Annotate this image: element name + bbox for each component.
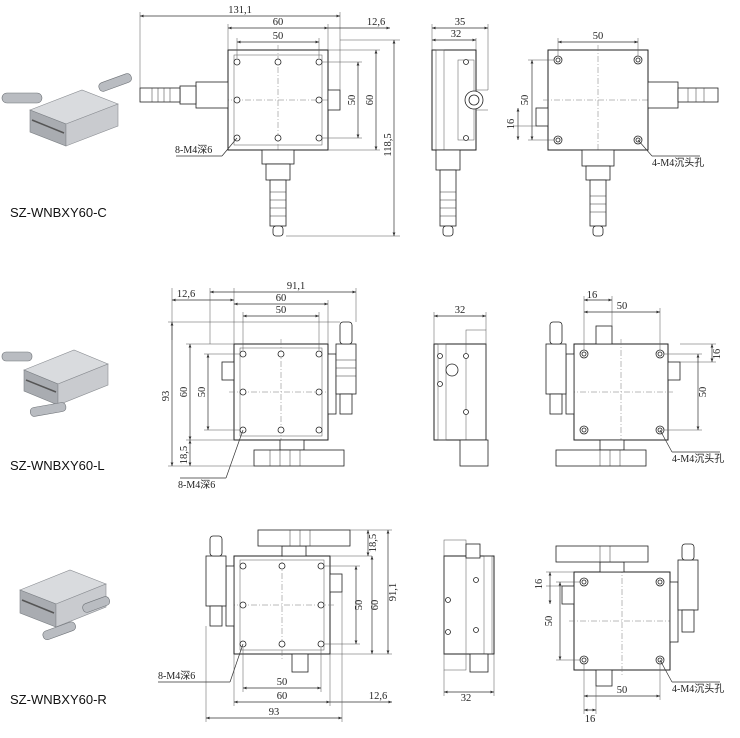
dim-r-width-50: 50: [277, 677, 288, 688]
dim-c-right-offset: 12,6: [367, 17, 385, 28]
dim-l-overall-width: 91,1: [287, 281, 305, 292]
note-l-countersunk: 4-M4沉头孔: [672, 452, 724, 465]
dim-r-bottom-h50: 50: [544, 616, 555, 627]
dim-r-height-50: 50: [354, 600, 365, 611]
model-label-c: SZ-WNBXY60-C: [10, 205, 107, 220]
top-view-c: 131,1 60 50 12,6 50 60 118,5 8-M4深6: [139, 5, 400, 237]
dim-l-bottom-h50: 50: [698, 387, 709, 398]
dim-r-height-60: 60: [370, 600, 381, 611]
dim-l-height-60: 60: [179, 387, 190, 398]
bottom-view-c: 50 50 16 4-M4沉头孔: [506, 31, 719, 237]
dim-r-overall-width: 93: [269, 707, 280, 718]
dim-l-side-32: 32: [455, 305, 466, 316]
dim-r-width-60: 60: [277, 691, 288, 702]
side-view-l: 32: [433, 305, 489, 467]
dim-l-bottom-16: 16: [587, 290, 598, 301]
dim-l-bottom-side16: 16: [712, 349, 723, 360]
model-label-l: SZ-WNBXY60-L: [10, 458, 105, 473]
dim-r-bottom-bottom16: 16: [585, 714, 596, 725]
dim-r-overall-height: 91,1: [388, 583, 399, 601]
dim-c-width-50: 50: [273, 31, 284, 42]
product-photo-r: [19, 569, 111, 641]
dim-c-bottom-16: 16: [506, 119, 517, 130]
bottom-view-l: 16 50 16 50 4-M4沉头孔: [545, 290, 724, 467]
dim-c-side-32: 32: [451, 29, 462, 40]
model-label-r: SZ-WNBXY60-R: [10, 692, 107, 707]
dim-c-bottom-50: 50: [593, 31, 604, 42]
dim-l-bottom-offset: 18,5: [179, 446, 190, 464]
note-c-countersunk: 4-M4沉头孔: [652, 156, 704, 169]
note-r-tapped-holes: 8-M4深6: [158, 670, 195, 682]
dim-c-height-50: 50: [347, 95, 358, 106]
dim-l-width-50: 50: [276, 305, 287, 316]
dim-l-width-60: 60: [276, 293, 287, 304]
dim-l-overall-height: 93: [161, 391, 172, 402]
note-l-tapped-holes: 8-M4深6: [178, 479, 215, 491]
dim-c-width-60: 60: [273, 17, 284, 28]
dim-c-overall-height: 118,5: [383, 133, 394, 156]
dim-l-height-50: 50: [197, 387, 208, 398]
dim-c-height-60: 60: [365, 95, 376, 106]
note-r-countersunk: 4-M4沉头孔: [672, 682, 724, 695]
dim-r-bottom-50: 50: [617, 685, 628, 696]
side-view-c: 35 32: [431, 17, 489, 237]
dim-r-bottom-16: 16: [534, 579, 545, 590]
dim-r-right-offset: 12,6: [369, 691, 387, 702]
dim-c-overall-width: 131,1: [228, 5, 252, 16]
top-view-l: 12,6 91,1 60 50 93 60 50 18,5 8-M4深6: [161, 281, 357, 491]
product-photo-c: [1, 73, 132, 147]
dim-r-top-offset: 18,5: [368, 534, 379, 552]
side-view-r: 32: [443, 539, 495, 704]
dim-c-bottom-h50: 50: [520, 95, 531, 106]
dim-c-side-35: 35: [455, 17, 466, 28]
note-c-tapped-holes: 8-M4深6: [175, 144, 212, 156]
dim-l-left-offset: 12,6: [177, 289, 195, 300]
product-photo-l: [1, 349, 109, 417]
bottom-view-r: 16 50 50 16 4-M4沉头孔: [534, 543, 724, 725]
dim-l-bottom-50: 50: [617, 301, 628, 312]
top-view-r: 18,5 50 60 91,1 50 60 12,6 93 8-M4深6: [158, 529, 399, 722]
dim-r-side-32: 32: [461, 693, 472, 704]
